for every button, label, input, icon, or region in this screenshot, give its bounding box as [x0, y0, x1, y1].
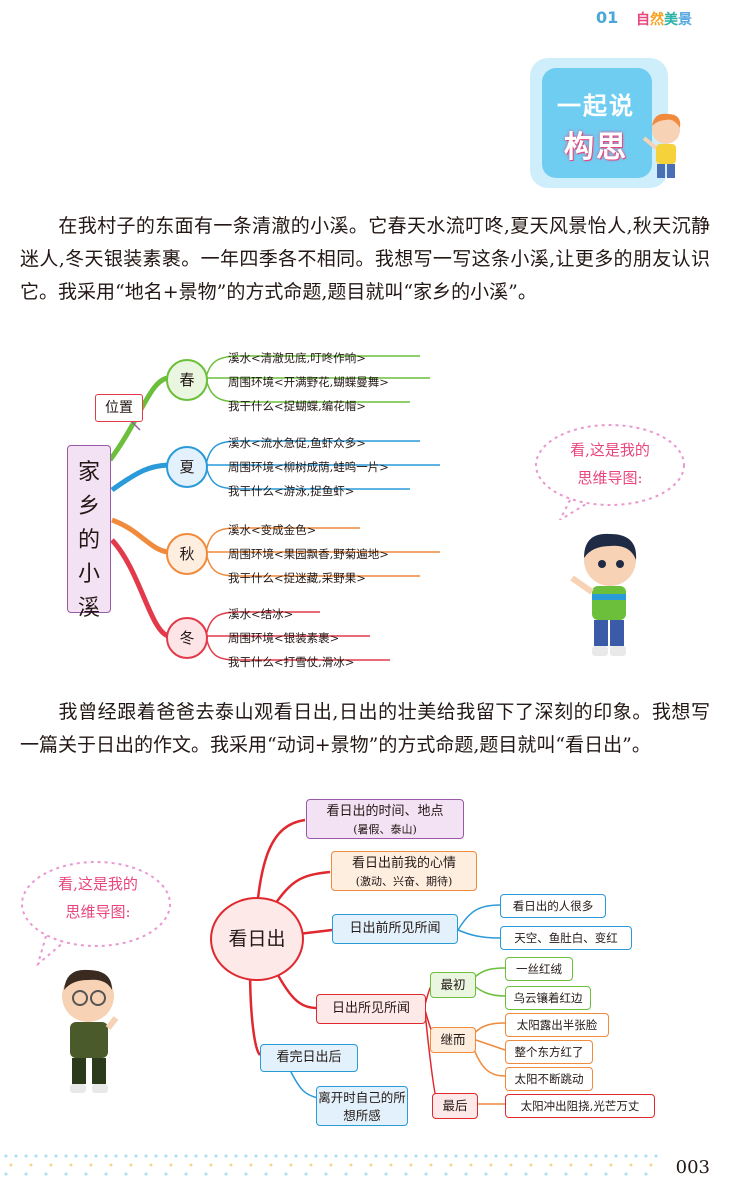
season-summer: 夏	[166, 446, 208, 488]
autumn-item-1: 溪水<变成金色>	[228, 523, 317, 537]
time-place-box: 看日出的时间、地点 (暑假、泰山)	[306, 799, 464, 839]
season-winter: 冬	[166, 617, 208, 659]
spring-item-2: 周围环境<开满野花,蝴蝶曼舞>	[228, 375, 389, 389]
boy-pointing-illustration	[642, 113, 681, 178]
position-tag: 位置	[95, 394, 143, 422]
stage-1-item-1: 一丝红绒	[505, 957, 573, 981]
stage-1-item-2: 乌云镶着红边	[505, 986, 591, 1010]
summer-item-1: 溪水<流水急促,鱼虾众多>	[228, 436, 366, 450]
spring-item-1: 溪水<清澈见底,叮咚作响>	[228, 351, 366, 365]
winter-item-3: 我干什么<打雪仗,滑冰>	[228, 655, 355, 669]
page-number: 003	[675, 1157, 710, 1178]
boy-illustration	[570, 533, 637, 656]
section-badge-line2: 构思	[564, 130, 628, 165]
stage-1-box: 最初	[430, 972, 476, 998]
before-item-2: 天空、鱼肚白、变红	[500, 926, 632, 950]
winter-item-1: 溪水<结冰>	[228, 607, 294, 621]
paragraph-1: 在我村子的东面有一条清澈的小溪。它春天水流叮咚,夏天风景怡人,秋天沉静迷人,冬天…	[20, 215, 710, 303]
stage-3-box: 最后	[432, 1093, 478, 1119]
chapter-number: 01	[596, 8, 619, 27]
footer-dots-decoration	[4, 1154, 658, 1176]
before-item-1: 看日出的人很多	[500, 894, 606, 918]
stage-2-item-3: 太阳不断跳动	[505, 1067, 593, 1091]
summer-item-3: 我干什么<游泳,捉鱼虾>	[228, 484, 355, 498]
mood-box: 看日出前我的心情 (激动、兴奋、期待)	[331, 851, 477, 891]
section-badge-line1: 一起说	[557, 92, 635, 120]
spring-item-3: 我干什么<捉蝴蝶,编花帽>	[228, 399, 366, 413]
mindmap-1-lines	[107, 355, 440, 661]
mindmap-2-center: 看日出	[210, 897, 304, 981]
after-box: 看完日出后	[260, 1044, 358, 1072]
summer-item-2: 周围环境<柳树成荫,蛙鸣一片>	[228, 460, 389, 474]
stage-3-item-1: 太阳冲出阻挠,光芒万丈	[505, 1094, 655, 1118]
bubble-1-text: 看,这是我的思维导图:	[570, 441, 650, 487]
bubble-2-text: 看,这是我的思维导图:	[58, 875, 138, 921]
season-spring: 春	[166, 359, 208, 401]
speech-bubble-1	[535, 424, 685, 520]
chapter-title: 自然美景	[636, 12, 692, 28]
speech-bubble-2	[21, 861, 171, 966]
after-item-1: 离开时自己的所想所感	[316, 1086, 408, 1126]
stage-2-item-1: 太阳露出半张脸	[505, 1013, 609, 1037]
during-box: 日出所见所闻	[316, 994, 426, 1024]
autumn-item-3: 我干什么<捉迷藏,采野果>	[228, 571, 366, 585]
winter-item-2: 周围环境<银装素裹>	[228, 631, 340, 645]
stage-2-item-2: 整个东方红了	[505, 1040, 593, 1064]
section-badge-inner	[542, 68, 652, 178]
mindmap-1-center: 家乡的小溪	[67, 445, 111, 621]
season-autumn: 秋	[166, 533, 208, 575]
before-box: 日出前所见所闻	[332, 914, 458, 944]
autumn-item-2: 周围环境<果园飘香,野菊遍地>	[228, 547, 389, 561]
boy-with-glasses-illustration	[62, 969, 119, 1093]
paragraph-2: 我曾经跟着爸爸去泰山观看日出,日出的壮美给我留下了深刻的印象。我想写一篇关于日出…	[20, 701, 710, 756]
stage-2-box: 继而	[430, 1027, 476, 1053]
